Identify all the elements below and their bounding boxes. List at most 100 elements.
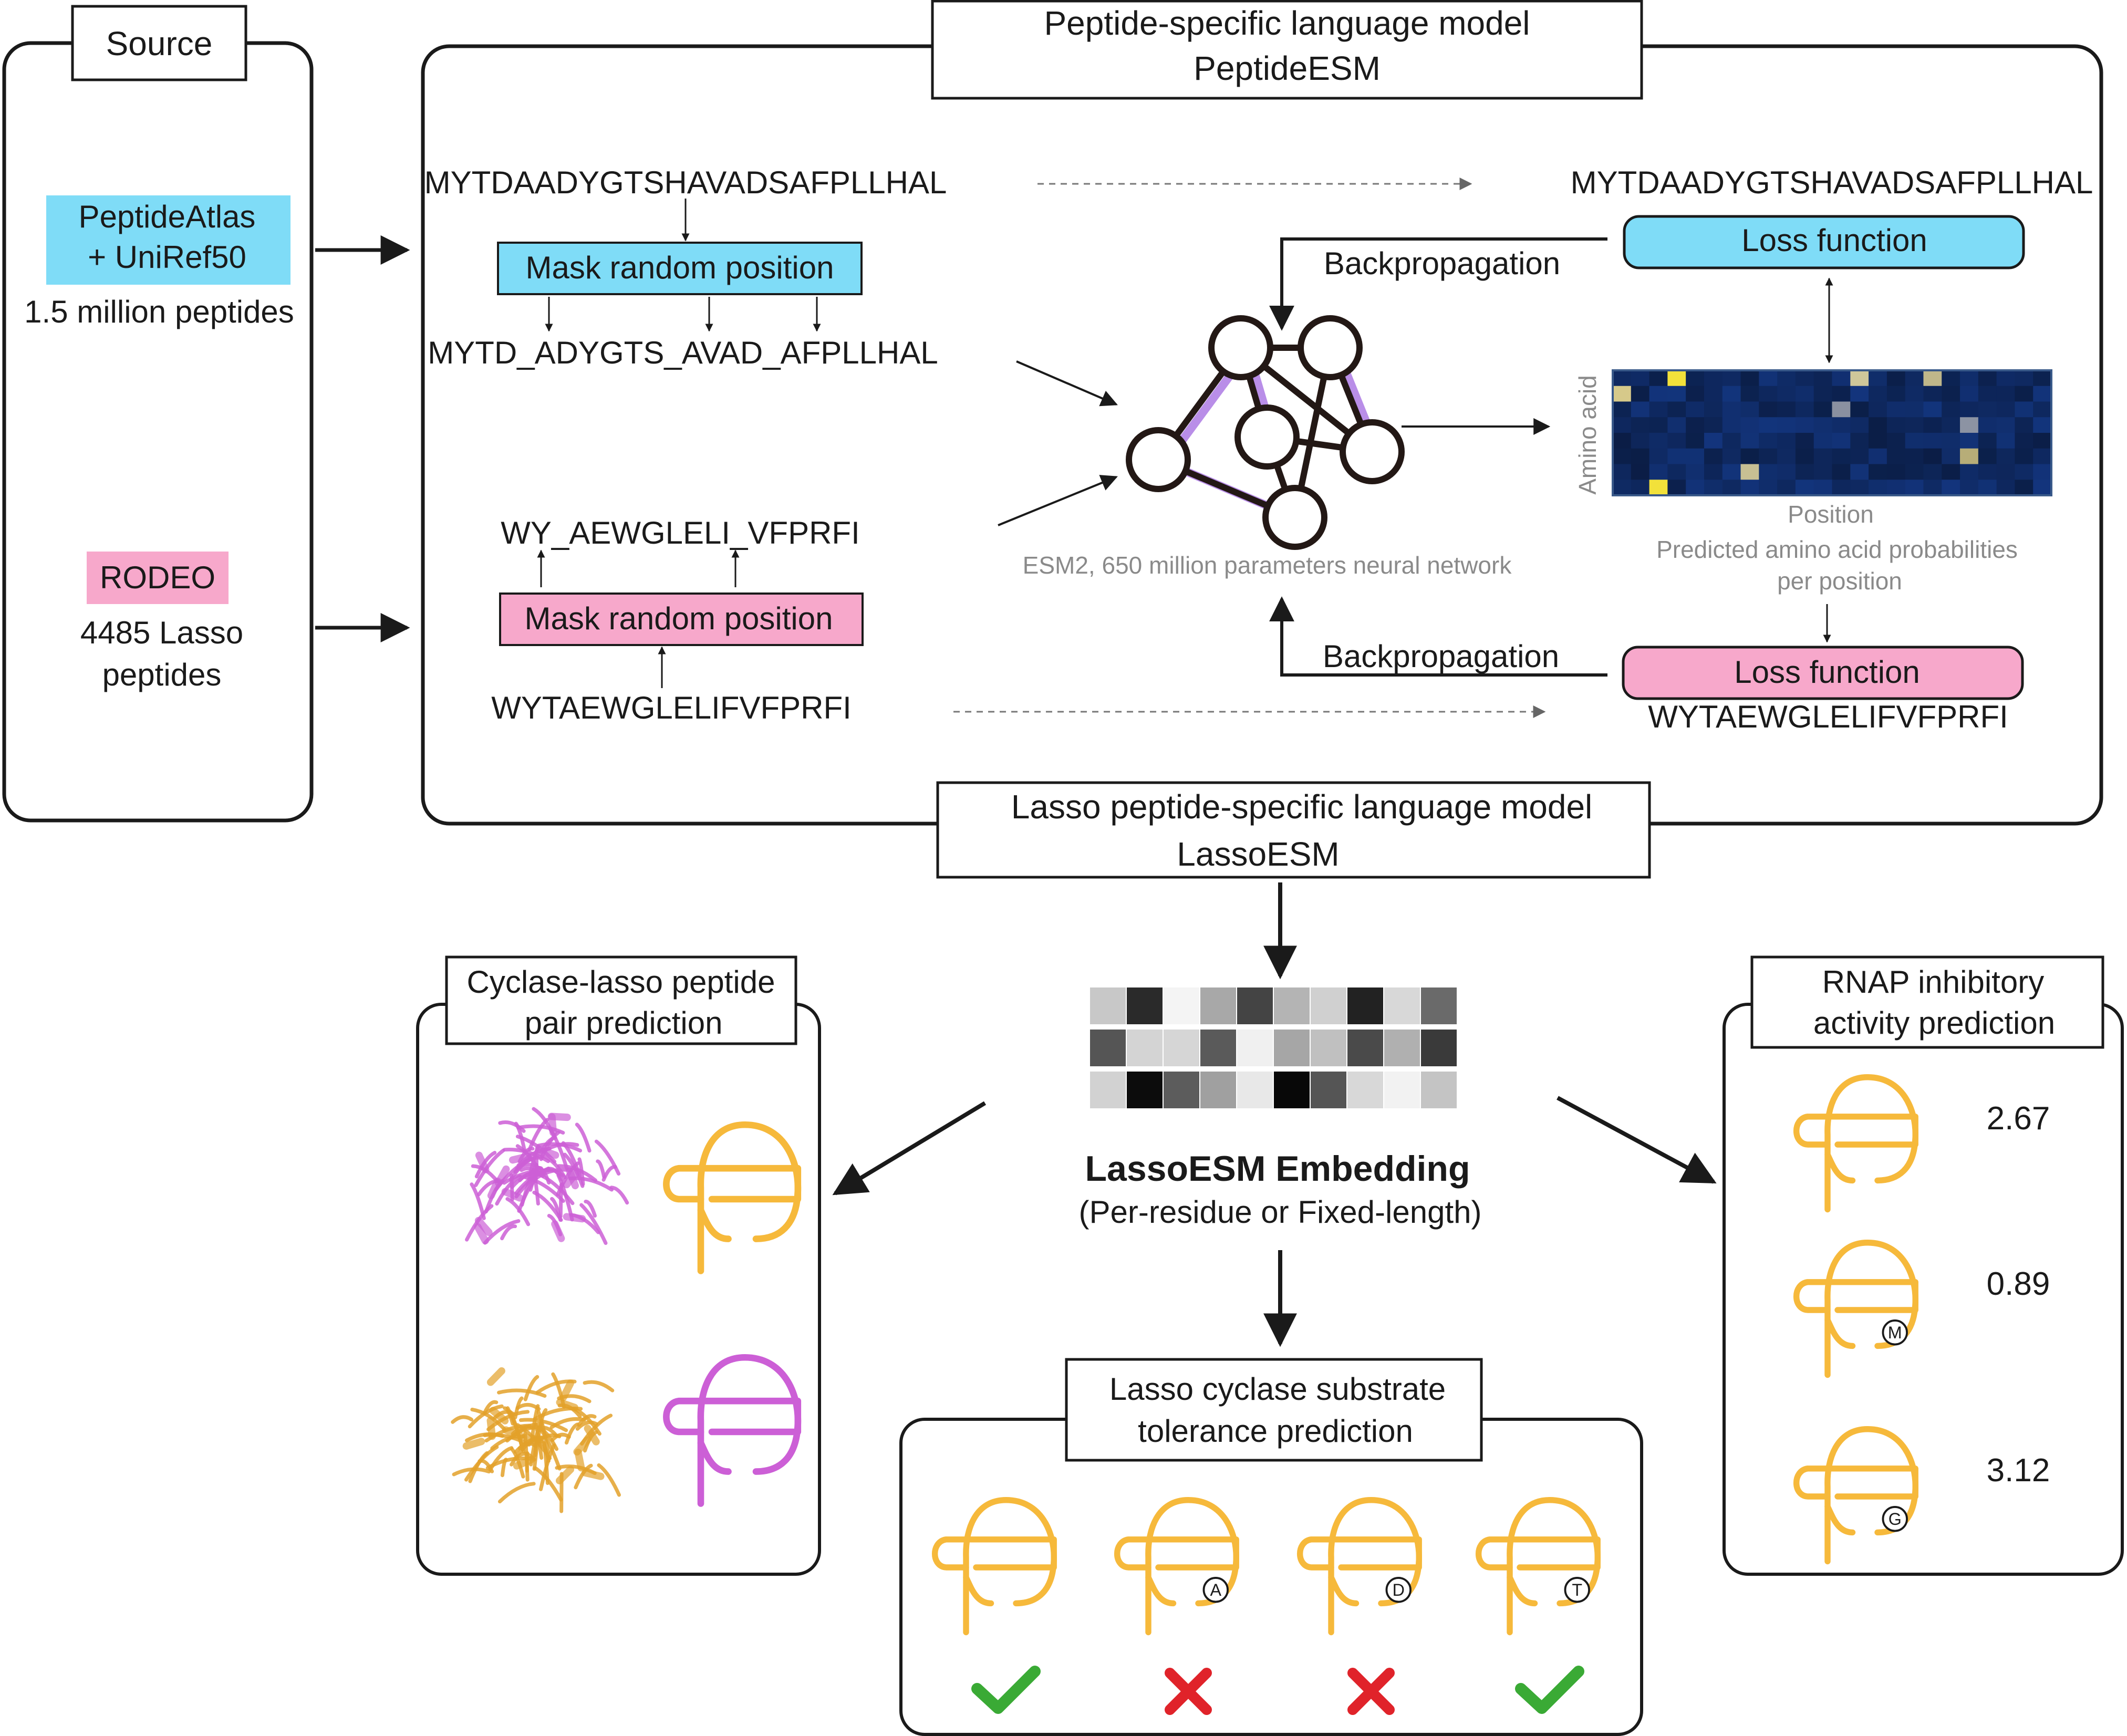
heatmap-cell — [1667, 386, 1686, 402]
embedding-cell — [1090, 987, 1126, 1024]
heatmap-cell — [1686, 464, 1705, 480]
heatmap-cell — [1886, 480, 1906, 496]
heatmap-cell — [1777, 480, 1796, 496]
heatmap-cell — [1923, 480, 1942, 496]
heatmap-cell — [1869, 448, 1887, 465]
heatmap-cell — [1886, 417, 1906, 433]
rnap-title: RNAP inhibitory — [1822, 964, 2044, 1000]
embedding-cell — [1237, 1072, 1273, 1108]
protein-strand — [500, 1224, 517, 1241]
network-node — [1262, 485, 1327, 550]
heatmap-cell — [1777, 386, 1796, 402]
heatmap-cell — [1905, 448, 1924, 465]
source-panel: Source PeptideAtlas + UniRef50 1.5 milli… — [2, 5, 314, 823]
heatmap-cell — [1832, 480, 1851, 496]
heatmap-cell — [2015, 448, 2033, 465]
heatmap-cell — [1869, 464, 1887, 480]
heatmap-cell — [1996, 464, 2016, 480]
protein-helix — [584, 1425, 600, 1446]
heatmap-cell — [1996, 401, 2016, 418]
lasso-count-line1: 4485 Lasso — [80, 615, 243, 650]
lasso-peptide-icon — [932, 1497, 1057, 1636]
heatmap-cell — [1996, 417, 2016, 433]
protein-strand — [609, 1186, 629, 1205]
source-title: Source — [106, 25, 213, 63]
check-icon — [1515, 1666, 1584, 1714]
protein-strand — [503, 1406, 515, 1426]
heatmap-cell — [1704, 433, 1723, 449]
heatmap-cell — [1869, 417, 1887, 433]
protein-helix — [502, 1426, 524, 1440]
protein-strand — [495, 1174, 522, 1206]
heatmap-cell — [2015, 386, 2033, 402]
heatmap-cell — [2033, 433, 2052, 449]
embedding-cell — [1127, 1072, 1163, 1108]
heatmap-cell — [1886, 433, 1906, 449]
heatmap-cell — [1850, 401, 1869, 418]
embedding-subtitle: (Per-residue or Fixed-length) — [1079, 1194, 1482, 1230]
heatmap-cell — [1869, 370, 1887, 387]
heatmap-cell — [1740, 417, 1759, 433]
mutation-marker — [1202, 1577, 1229, 1603]
heatmap-cell — [1704, 480, 1723, 496]
protein-helix — [563, 1169, 580, 1189]
heatmap-cell — [1795, 448, 1814, 465]
arrow-lower-to-network — [998, 475, 1118, 526]
heatmap-cell — [1667, 448, 1686, 465]
heatmap-cell — [1886, 370, 1906, 387]
seq-original-lower: WYTAEWGLELIFVFPRFI — [491, 690, 852, 725]
lasso-peptide-magenta — [663, 1354, 802, 1507]
heatmap-cell — [1613, 464, 1632, 480]
heatmap-cell — [1704, 464, 1723, 480]
embedding-cell — [1237, 987, 1273, 1024]
heatmap-cell — [1722, 386, 1741, 402]
lasso-peptide-gold — [663, 1121, 802, 1274]
heatmap-cell — [1905, 417, 1924, 433]
protein-helix — [521, 1433, 544, 1444]
protein-helix — [462, 1438, 485, 1450]
heatmap-cell — [1613, 370, 1632, 387]
heatmap-cell — [1740, 370, 1759, 387]
embedding-cell — [1421, 987, 1457, 1024]
heatmap-cell — [1942, 433, 1960, 449]
heatmap-cell — [1740, 448, 1759, 465]
heatmap-cell — [1613, 448, 1632, 465]
heatmap-cell — [1832, 386, 1851, 402]
activity-value: 3.12 — [1987, 1452, 2050, 1489]
heatmap-cell — [1923, 417, 1942, 433]
heatmap-cell — [1795, 401, 1814, 418]
cyclase-structure-gold — [451, 1367, 621, 1513]
heatmap-cell — [1923, 448, 1942, 465]
heatmap-cell — [1777, 370, 1796, 387]
heatmap-cell — [2015, 464, 2033, 480]
protein-strand — [470, 1408, 506, 1431]
source-frame — [2, 41, 314, 823]
heatmap-cell — [1740, 464, 1759, 480]
heatmap-cell — [1667, 401, 1686, 418]
heatmap-cell — [1631, 370, 1650, 387]
heatmap-cell — [1905, 386, 1924, 402]
check-icon — [971, 1666, 1041, 1714]
mutation-label: G — [1889, 1510, 1902, 1529]
heatmap-cell — [1667, 433, 1686, 449]
heatmap-cell — [1795, 386, 1814, 402]
heatmap-cell — [2015, 370, 2033, 387]
heatmap-cell — [1869, 386, 1887, 402]
heatmap-cell — [1649, 386, 1668, 402]
heatmap-cell — [1631, 386, 1650, 402]
lasso-model-name: LassoESM — [1177, 835, 1339, 873]
heatmap-cell — [1813, 386, 1833, 402]
heatmap-cell — [1942, 448, 1960, 465]
heatmap-cell — [1686, 401, 1705, 418]
protein-strand — [500, 1458, 508, 1478]
heatmap-cell — [1631, 417, 1650, 433]
seq-masked-upper: MYTD_ADYGTS_AVAD_AFPLLHAL — [428, 335, 938, 370]
seq-target-lower: WYTAEWGLELIFVFPRFI — [1648, 699, 2008, 734]
protein-helix — [489, 1407, 509, 1425]
heatmap-cell — [1942, 480, 1960, 496]
mask-box-lower — [499, 592, 864, 646]
heatmap-cell — [2015, 417, 2033, 433]
